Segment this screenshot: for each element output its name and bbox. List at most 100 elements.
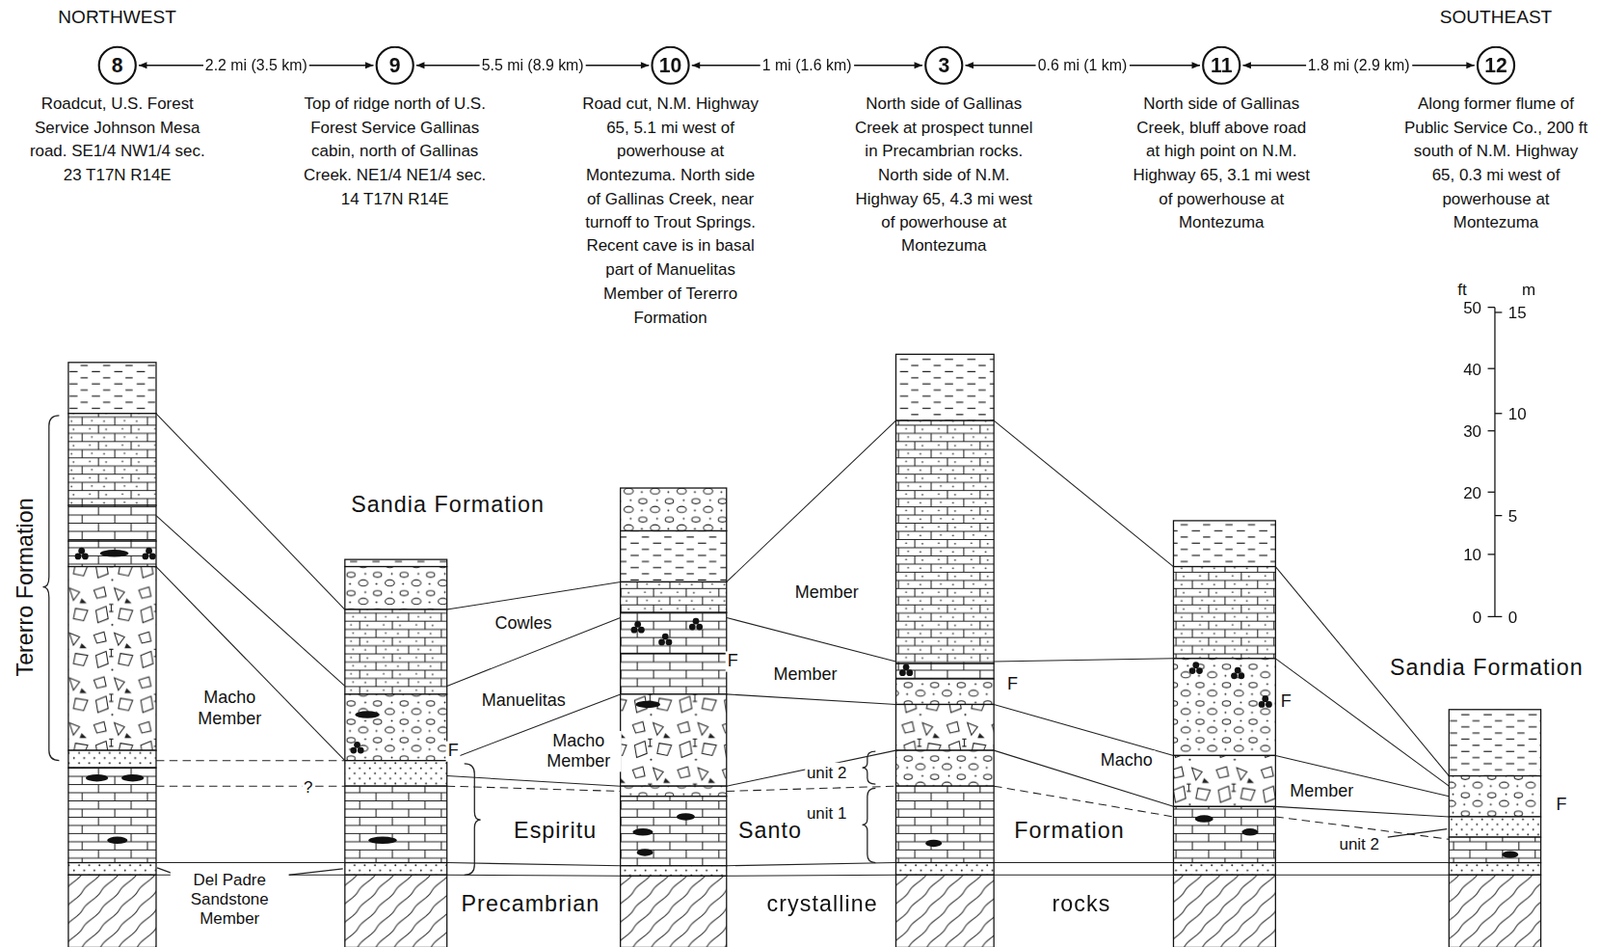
section-number-circle: 8 xyxy=(98,46,137,85)
lithology-unit xyxy=(620,693,727,786)
basement-name: rocks xyxy=(1049,890,1113,918)
section-number-circle: 11 xyxy=(1201,46,1241,85)
lithology-unit xyxy=(68,505,157,541)
correlation-line xyxy=(1275,805,1449,817)
scale-value: 20 xyxy=(1461,481,1484,502)
correlation-line xyxy=(156,515,346,687)
correlation-line xyxy=(726,420,897,582)
lithology-unit xyxy=(345,559,448,566)
lithology-unit xyxy=(1173,805,1276,862)
chert-nodule xyxy=(632,827,653,835)
chert-nodule xyxy=(1241,827,1258,835)
section-number: 10 xyxy=(659,54,683,76)
scale-tick xyxy=(1494,514,1502,516)
correlation-line xyxy=(1275,861,1449,863)
fossil-lobe xyxy=(662,633,669,640)
fossil-lobe xyxy=(1234,666,1242,674)
lithology-unit xyxy=(1173,520,1276,567)
section-number: 9 xyxy=(389,54,401,76)
fossil-symbol xyxy=(1258,694,1273,708)
lithology-unit xyxy=(896,749,995,786)
lithology-unit xyxy=(345,760,448,786)
fossil-lobe xyxy=(638,626,645,634)
lithology-unit xyxy=(345,609,448,694)
lithology-unit xyxy=(1173,658,1276,756)
member-name: Member xyxy=(1287,780,1356,802)
fossil-symbol xyxy=(75,547,89,560)
lithology-unit xyxy=(896,353,995,421)
fossil-symbol xyxy=(689,617,703,631)
correlation-line xyxy=(156,785,346,787)
correlation-line xyxy=(726,749,897,786)
lithology-unit xyxy=(1448,816,1541,837)
scale-unit: m xyxy=(1520,279,1538,299)
fossil-symbol xyxy=(899,663,913,676)
scale-value: 0 xyxy=(1470,606,1485,626)
member-name: Member xyxy=(771,664,839,686)
fossil-lobe xyxy=(689,623,696,631)
fossil-symbol xyxy=(658,633,672,646)
correlation-line xyxy=(156,759,346,761)
lithology-unit xyxy=(620,785,727,797)
fossil-lobe xyxy=(903,663,910,670)
locality-description: Roadcut, U.S. Forest Service Johnson Mes… xyxy=(23,91,212,187)
chert-nodule xyxy=(121,773,144,781)
fossil-lobe xyxy=(695,623,703,631)
lithology-unit xyxy=(620,653,727,694)
chert-nodule xyxy=(636,700,661,708)
correlation-line xyxy=(726,862,897,866)
scale-value: 40 xyxy=(1461,358,1484,378)
fossil-lobe xyxy=(658,639,666,646)
fossil-lobe xyxy=(349,746,357,754)
lithology-unit xyxy=(896,678,995,704)
lithology-unit xyxy=(68,540,157,566)
correlation-line xyxy=(1275,874,1449,876)
basement-name: Precambrian xyxy=(458,890,602,918)
fossil-flag: F xyxy=(1553,794,1569,816)
formation-name: Sandia Formation xyxy=(348,491,547,519)
fossil-lobe xyxy=(78,547,85,555)
distance-label: 2.2 mi (3.5 km) xyxy=(203,55,310,75)
fossil-lobe xyxy=(141,553,149,560)
scale-axis xyxy=(1493,307,1495,617)
bracket xyxy=(862,750,877,784)
member-name: Del Padre Sandstone Member xyxy=(170,869,290,929)
bracket xyxy=(464,763,481,875)
correlation-line xyxy=(993,874,1174,876)
lithology-unit xyxy=(68,767,157,862)
fossil-symbol xyxy=(141,547,156,560)
correlation-line xyxy=(156,413,346,610)
scale-tick xyxy=(1488,429,1495,431)
fossil-lobe xyxy=(1237,671,1245,679)
correlation-line xyxy=(726,693,897,705)
correlation-lines xyxy=(156,413,1449,877)
lithology-unit xyxy=(345,693,448,761)
section-number-circle: 12 xyxy=(1476,46,1516,85)
fossil-lobe xyxy=(1258,700,1266,708)
scale-value: 10 xyxy=(1506,403,1529,424)
scale-value: 10 xyxy=(1461,544,1484,564)
unit-label: unit 2 xyxy=(804,761,850,781)
correlation-line xyxy=(726,616,897,662)
fossil-flag: F xyxy=(1005,673,1020,695)
scale-tick xyxy=(1488,615,1495,617)
fossil-lobe xyxy=(906,668,913,676)
lithology-unit xyxy=(1448,709,1541,776)
scale-value: 0 xyxy=(1506,606,1520,626)
formation-name: Sandia Formation xyxy=(1387,654,1586,682)
lithology-unit xyxy=(896,785,995,862)
fossil-lobe xyxy=(899,668,907,676)
fossil-lobe xyxy=(1192,661,1200,668)
basement-name: crystalline xyxy=(764,890,880,918)
lithology-unit xyxy=(620,865,727,877)
query-mark: ? xyxy=(301,775,316,796)
lithology-unit xyxy=(68,413,157,506)
lithology-unit xyxy=(1448,862,1541,876)
fossil-lobe xyxy=(693,617,700,625)
chert-nodule xyxy=(368,836,398,844)
lithology-unit xyxy=(1448,775,1541,817)
distance-label: 5.5 mi (8.9 km) xyxy=(480,55,587,75)
scale-tick xyxy=(1494,412,1502,414)
